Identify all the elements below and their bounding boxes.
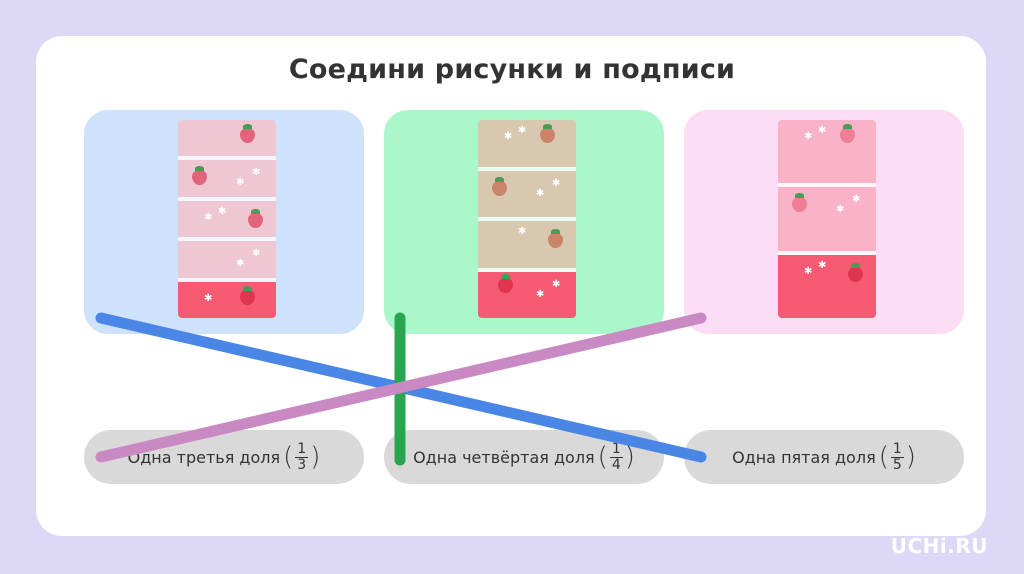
fraction-denominator: 4	[611, 456, 621, 473]
brand-logo: UCHi.RU	[890, 534, 988, 558]
piece-divider	[478, 217, 576, 221]
picture-card-2[interactable]: ✱✱✱✱✱✱✱	[384, 110, 664, 334]
piece-divider	[178, 196, 276, 201]
star-icon: ✱	[836, 204, 845, 216]
star-icon: ✱	[804, 265, 813, 277]
unshaded-piece: ✱✱	[778, 120, 876, 184]
chocolate-bar-illustration: ✱✱✱✱✱✱✱	[478, 120, 576, 318]
star-icon: ✱	[252, 248, 261, 260]
picture-card-3[interactable]: ✱✱✱✱✱✱	[684, 110, 964, 334]
strawberry-icon	[848, 262, 863, 282]
shaded-piece: ✱✱	[778, 254, 876, 318]
strawberry-icon	[240, 124, 255, 143]
unshaded-piece	[178, 120, 276, 157]
star-icon: ✱	[536, 187, 545, 199]
unshaded-piece: ✱✱	[178, 200, 276, 238]
strawberry-icon	[192, 166, 207, 186]
shaded-piece: ✱	[178, 281, 276, 318]
star-icon: ✱	[552, 177, 561, 189]
caption-text: Одна четвёртая доля	[413, 447, 595, 467]
star-icon: ✱	[518, 125, 527, 136]
fraction-denominator: 3	[297, 456, 307, 473]
chocolate-bar-illustration: ✱✱✱✱✱✱	[778, 120, 876, 318]
piece-divider	[478, 267, 576, 272]
connection-line[interactable]	[95, 312, 707, 463]
shaded-piece: ✱✱	[478, 271, 576, 318]
star-icon: ✱	[536, 288, 545, 300]
star-icon: ✱	[204, 211, 213, 223]
unshaded-piece: ✱✱	[478, 170, 576, 217]
fraction-numerator: 1	[295, 440, 309, 458]
piece-divider	[178, 237, 276, 242]
strawberry-icon	[840, 124, 855, 143]
piece-divider	[178, 277, 276, 282]
caption-text: Одна пятая доля	[732, 447, 876, 467]
picture-card-1[interactable]: ✱✱✱✱✱✱✱	[84, 110, 364, 334]
unshaded-piece: ✱✱	[178, 160, 276, 197]
strawberry-icon	[540, 124, 555, 143]
fraction-numerator: 1	[609, 440, 623, 458]
strawberry-icon	[492, 176, 507, 196]
star-icon: ✱	[804, 131, 813, 142]
strawberry-icon	[498, 273, 513, 293]
star-icon: ✱	[818, 125, 827, 136]
fraction-denominator: 5	[892, 456, 902, 473]
unshaded-piece: ✱	[478, 221, 576, 268]
star-icon: ✱	[236, 177, 245, 189]
star-icon: ✱	[518, 226, 527, 237]
task-title: Соедини рисунки и подписи	[288, 54, 736, 85]
chocolate-bar-illustration: ✱✱✱✱✱✱✱	[178, 120, 276, 318]
star-icon: ✱	[818, 259, 827, 271]
caption-text: Одна третья доля	[127, 447, 281, 467]
piece-divider	[178, 156, 276, 161]
unshaded-piece: ✱✱	[778, 187, 876, 251]
piece-divider	[778, 183, 876, 188]
strawberry-icon	[240, 285, 255, 305]
star-icon: ✱	[552, 278, 561, 290]
piece-divider	[478, 166, 576, 171]
star-icon: ✱	[252, 167, 261, 179]
unshaded-piece: ✱✱	[478, 120, 576, 167]
star-icon: ✱	[504, 131, 513, 142]
star-icon: ✱	[236, 258, 245, 270]
star-icon: ✱	[852, 194, 861, 206]
fraction-numerator: 1	[890, 440, 904, 458]
star-icon: ✱	[204, 292, 213, 304]
star-icon: ✱	[218, 205, 227, 217]
piece-divider	[778, 250, 876, 255]
strawberry-icon	[548, 229, 563, 248]
unshaded-piece: ✱✱	[178, 241, 276, 278]
strawberry-icon	[792, 193, 807, 213]
strawberry-icon	[248, 208, 263, 228]
